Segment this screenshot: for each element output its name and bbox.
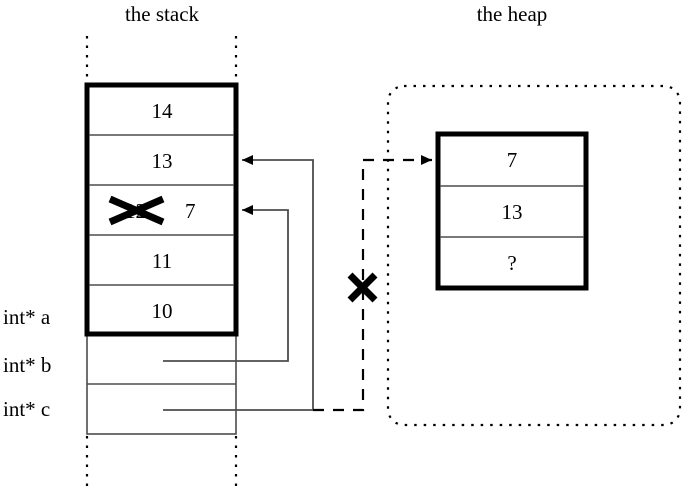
stack-variable-label-b: int* b	[3, 353, 52, 377]
stack-dotted-bottom	[85, 436, 238, 489]
heap-block	[435, 131, 589, 291]
heap-cell-value-0: 7	[506, 148, 518, 172]
heap-region-boundary	[386, 84, 682, 427]
overwritten-value-x-icon	[108, 195, 165, 226]
stack-dotted-top	[85, 36, 238, 83]
pointer-c-arrow	[163, 155, 314, 411]
heap-cell-value-2: ?	[507, 251, 517, 275]
stack-variable-label-a: int* a	[3, 305, 51, 329]
pointer-b-arrow	[163, 205, 289, 362]
stack-cell-value-3: 11	[151, 249, 173, 273]
stack-variable-label-c: int* c	[3, 397, 51, 421]
invalid-pointer-x-icon	[347, 272, 378, 303]
stack-frame	[84, 82, 239, 337]
stack-cell-value-2-old: 12	[125, 199, 146, 223]
stack-cell-value-4: 10	[151, 299, 173, 323]
heap-title: the heap	[476, 2, 548, 26]
heap-cell-value-1: 13	[501, 200, 523, 224]
stack-title: the stack	[124, 2, 200, 26]
stack-cell-value-2-new: 7	[185, 199, 196, 223]
dangling-pointer-dashed-arrow	[313, 155, 432, 412]
stack-cell-value-1: 13	[151, 149, 173, 173]
stack-variable-slots	[86, 333, 237, 435]
stack-cell-value-0: 14	[151, 99, 173, 123]
